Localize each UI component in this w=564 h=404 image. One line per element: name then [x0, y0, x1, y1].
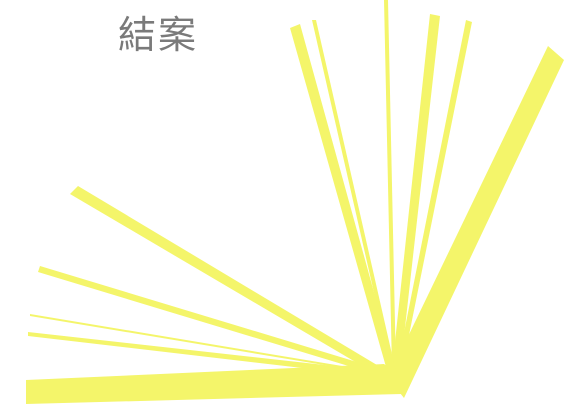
ray-group — [26, 0, 564, 404]
ray — [397, 20, 472, 370]
ray — [392, 14, 440, 372]
ray — [30, 314, 390, 376]
ray — [38, 266, 390, 378]
ray — [70, 186, 392, 380]
ray — [290, 24, 396, 374]
ray — [388, 46, 564, 398]
ray — [28, 332, 388, 378]
ray — [312, 20, 396, 372]
ray — [26, 364, 404, 404]
case-closed-label: 結案 — [118, 13, 199, 57]
ray — [384, 0, 396, 370]
